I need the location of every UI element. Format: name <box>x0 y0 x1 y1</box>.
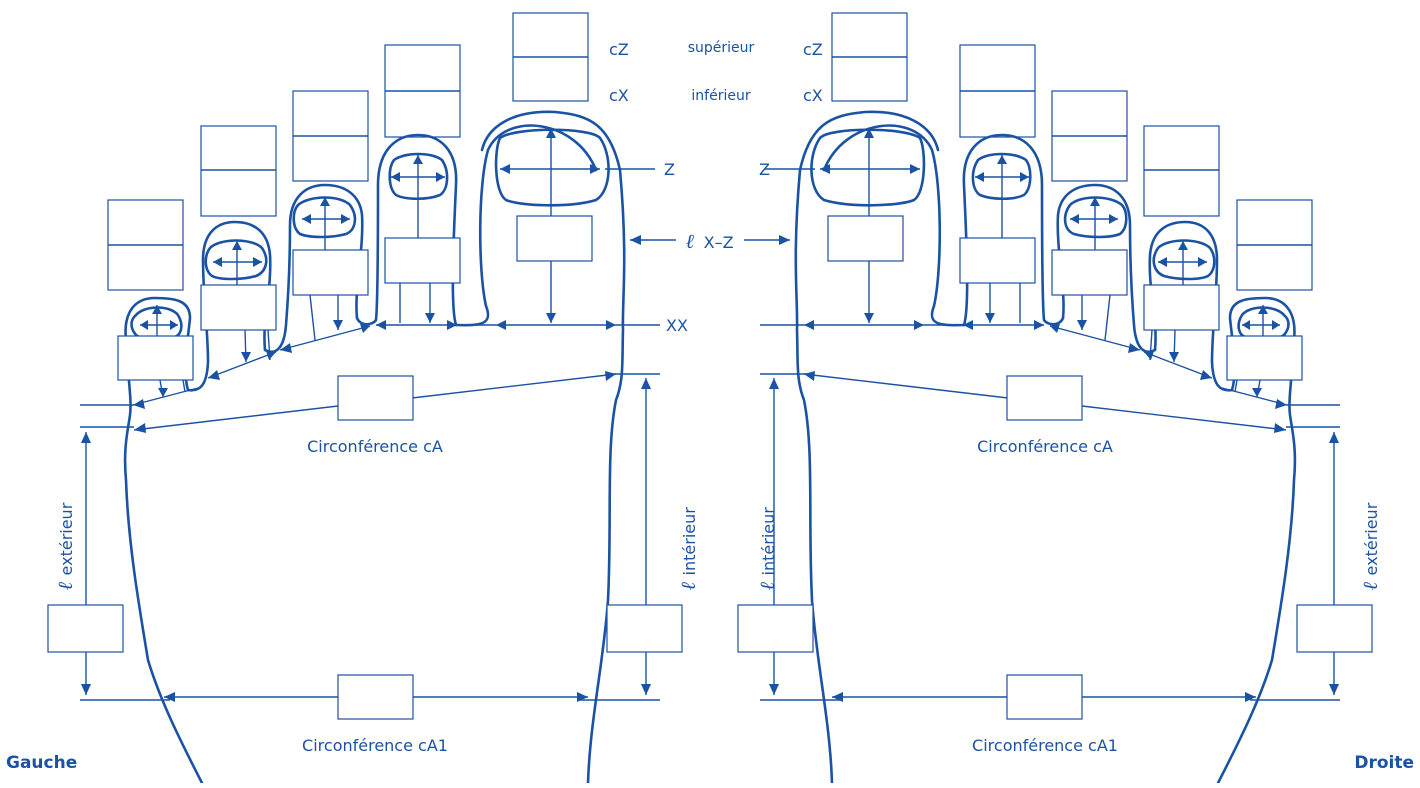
xx-label: XX <box>666 316 688 335</box>
right-exterior-label: ℓextérieur <box>1358 502 1382 590</box>
svg-text:ℓextérieur: ℓextérieur <box>1358 502 1382 590</box>
svg-text:ℓintérieur: ℓintérieur <box>676 507 700 590</box>
right-interior-label: ℓintérieur <box>755 507 779 590</box>
right-lower-tag: cX <box>803 86 823 105</box>
lower-word: inférieur <box>691 88 750 104</box>
left-upper-tag: cZ <box>609 40 629 59</box>
right-z-label: Z <box>759 160 770 179</box>
left-z-label: Z <box>664 160 675 179</box>
left-circumference-a: Circonférence cA <box>307 437 443 456</box>
left-lower-tag: cX <box>609 86 629 105</box>
right-upper-tag: cZ <box>803 40 823 59</box>
xz-label: ℓ X–Z <box>686 229 734 253</box>
left-foot-title: Gauche <box>6 753 77 773</box>
upper-word: supérieur <box>688 40 755 56</box>
svg-text:ℓintérieur: ℓintérieur <box>755 507 779 590</box>
right-foot <box>738 13 1372 783</box>
svg-text:ℓextérieur: ℓextérieur <box>53 502 77 590</box>
left-foot <box>48 13 682 783</box>
right-foot-title: Droite <box>1354 753 1414 773</box>
right-circumference-a: Circonférence cA <box>977 437 1113 456</box>
left-interior-label: ℓintérieur <box>676 507 700 590</box>
left-circumference-a1: Circonférence cA1 <box>302 736 448 755</box>
left-exterior-label: ℓextérieur <box>53 502 77 590</box>
right-circumference-a1: Circonférence cA1 <box>972 736 1118 755</box>
